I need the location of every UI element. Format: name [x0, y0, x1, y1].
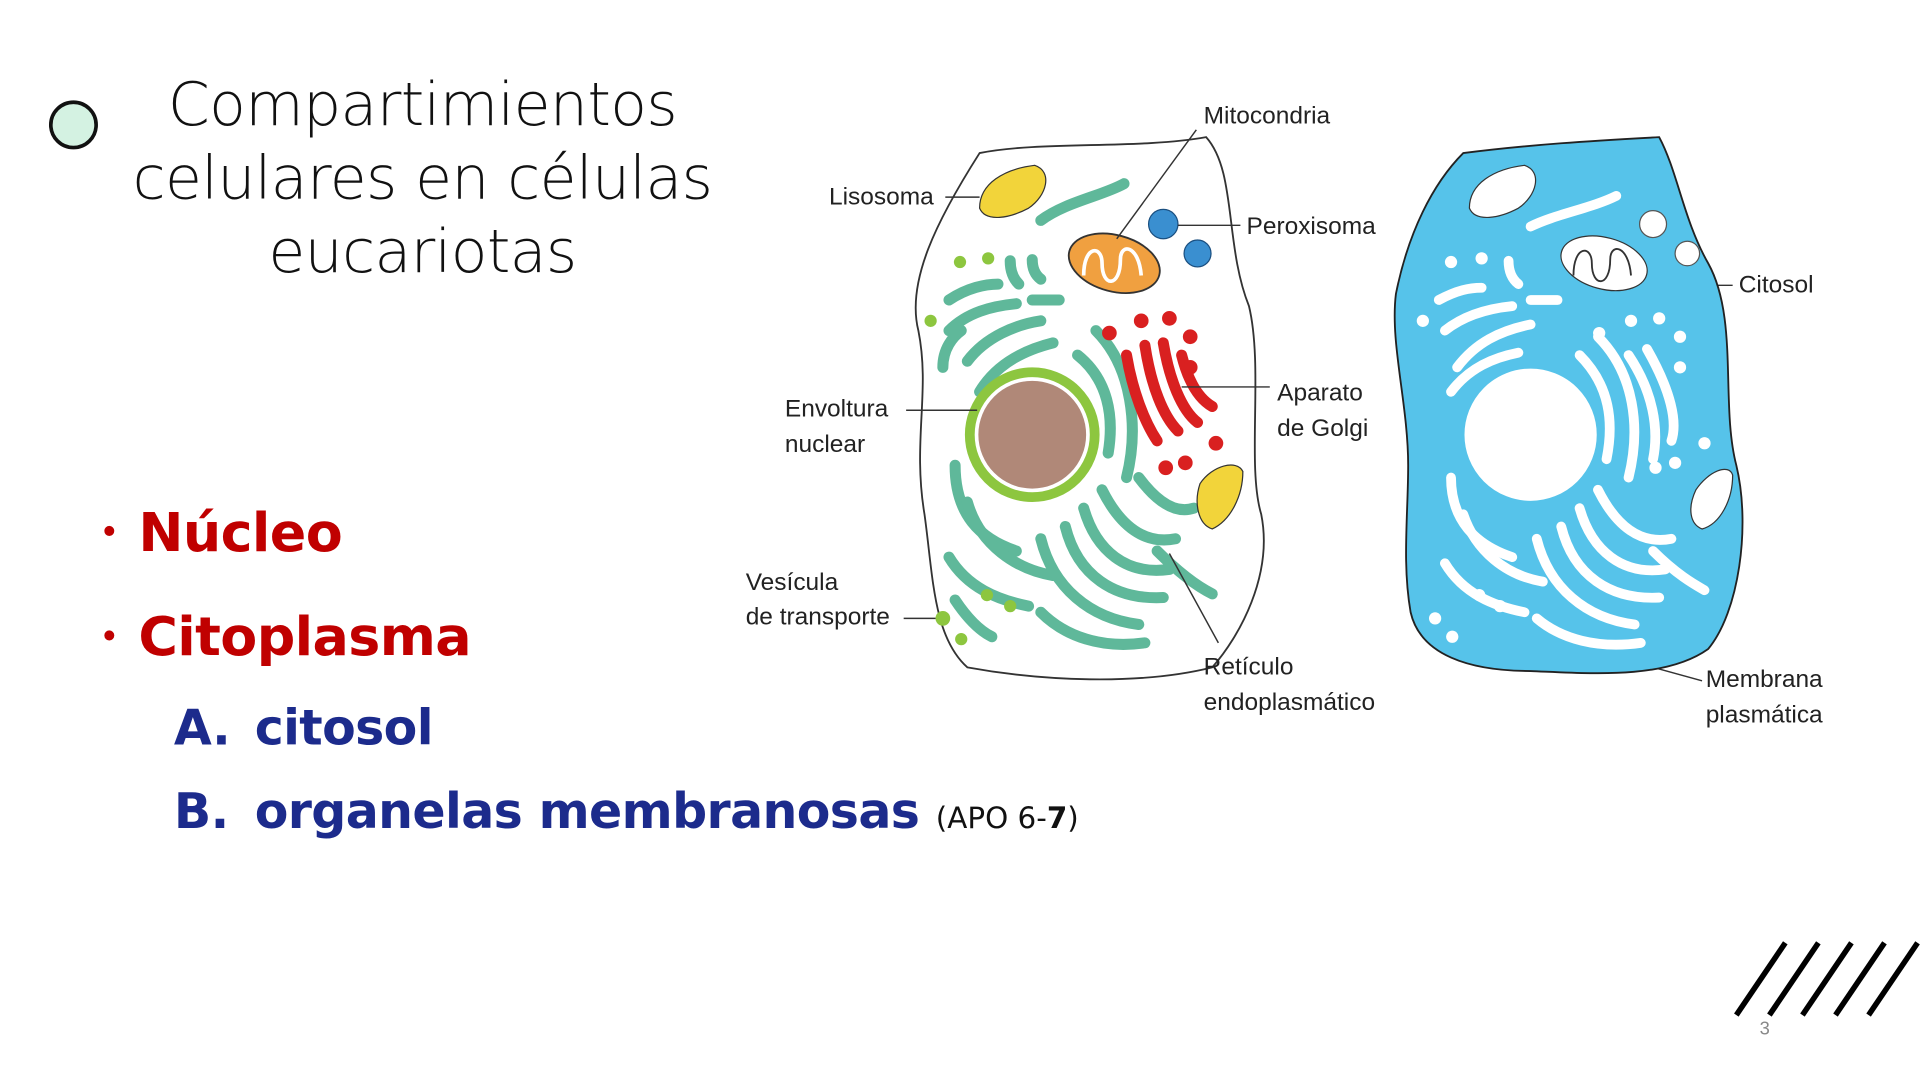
page-number: 3	[1759, 1018, 1770, 1040]
label-vesicula-2: de transporte	[746, 603, 890, 630]
sub-item-b-marker: B.	[173, 783, 229, 841]
label-vesicula-1: Vesícula	[746, 569, 839, 596]
label-membrana-1: Membrana	[1706, 666, 1823, 693]
lysosomes	[978, 164, 1244, 530]
mitochondrion-outline	[1560, 235, 1648, 292]
sub-item-organelas: organelas membranosas (APO 6-7)	[255, 784, 1079, 840]
golgi-vesicles	[1102, 311, 1224, 476]
peroxisomes	[1147, 208, 1212, 268]
bullet-nucleo: Núcleo	[138, 502, 343, 565]
label-mitocondria: Mitocondria	[1204, 103, 1331, 130]
decorative-slashes-icon	[1734, 941, 1920, 1017]
title-bullet-circle-icon	[48, 100, 98, 150]
diagram-labels: Mitocondria Lisosoma Peroxisoma Envoltur…	[746, 103, 1823, 729]
lysosome-outline	[1468, 164, 1537, 218]
note-prefix: (APO 6-	[935, 800, 1047, 836]
bullet-dot: •	[102, 511, 116, 553]
transport-vesicles	[924, 252, 1017, 646]
reference-note: (APO 6-7)	[936, 801, 1079, 835]
vesicles-white	[1416, 252, 1711, 643]
note-bold: 7	[1046, 800, 1068, 836]
label-membrana-2: plasmática	[1706, 701, 1823, 728]
title-line-1: Compartimientos	[167, 69, 678, 140]
label-golgi-1: Aparato	[1277, 379, 1363, 406]
label-citosol: Citosol	[1739, 272, 1814, 299]
label-peroxisoma: Peroxisoma	[1247, 213, 1377, 240]
label-reticulo-1: Retículo	[1204, 654, 1294, 681]
organelles-white	[1433, 191, 1710, 650]
note-suffix: )	[1067, 800, 1079, 836]
bullet-citoplasma: Citoplasma	[138, 606, 471, 669]
endoplasmic-reticulum	[937, 178, 1218, 650]
label-envoltura-1: Envoltura	[785, 395, 889, 422]
label-golgi-2: de Golgi	[1277, 415, 1368, 442]
nucleus	[978, 380, 1087, 489]
animal-cell-cytosol	[1393, 136, 1744, 675]
sub-item-organelas-label: organelas membranosas	[254, 783, 920, 841]
animal-cell-detailed	[903, 129, 1733, 682]
label-lisosoma: Lisosoma	[829, 183, 934, 210]
golgi-apparatus	[1121, 337, 1218, 447]
nuclear-envelope	[964, 367, 1100, 503]
label-envoltura-2: nuclear	[785, 431, 865, 458]
mitochondrion	[1067, 232, 1161, 294]
sub-item-citosol: citosol	[254, 700, 434, 757]
title-line-2: celulares en células	[132, 143, 713, 214]
title-line-3: eucariotas	[268, 216, 577, 287]
bullet-dot: •	[102, 615, 116, 657]
slide-title: Compartimientos celulares en células euc…	[110, 69, 734, 289]
sub-item-a-marker: A.	[173, 700, 231, 757]
nucleus-outline	[1464, 368, 1597, 501]
label-reticulo-2: endoplasmático	[1204, 689, 1375, 716]
peroxisome-outlines	[1638, 210, 1701, 267]
